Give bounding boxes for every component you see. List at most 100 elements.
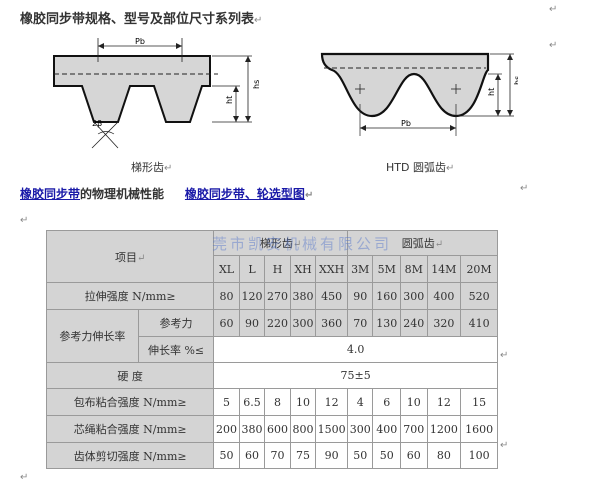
links-line: 橡胶同步带的物理机械性能 橡胶同步带、轮选型图↵ — [20, 187, 314, 201]
paragraph-mark: ↵ — [520, 183, 529, 194]
value-cell: 300 — [346, 415, 374, 443]
hs-label: hs — [513, 76, 518, 85]
value-hardness: 75±5 — [213, 362, 498, 389]
value-cell: 120 — [238, 282, 266, 310]
label-cord: 芯绳粘合强度 N/mm≥ — [45, 415, 215, 443]
link-belt-selection[interactable]: 橡胶同步带、轮选型图 — [184, 187, 305, 201]
value-elongation: 4.0 — [213, 336, 498, 363]
label-hardness: 硬 度 — [45, 362, 215, 389]
value-cell: 10 — [399, 388, 428, 416]
trapezoid-belt-shape — [53, 55, 211, 123]
value-cell: 80 — [426, 442, 462, 469]
value-cell: 300 — [399, 282, 428, 310]
htd-caption: HTD 圆弧齿↵ — [386, 161, 455, 174]
value-cell: 12 — [315, 388, 348, 416]
value-cell: 600 — [264, 415, 291, 443]
label-elongation: 伸长率 %≤ — [137, 336, 215, 363]
value-cell: 50 — [346, 442, 374, 469]
type-xh: XH — [289, 255, 317, 283]
paragraph-mark: ↵ — [500, 440, 509, 451]
value-cell: 6.5 — [238, 388, 266, 416]
angle-label: 2β — [92, 119, 102, 128]
header-arc: 圆弧齿↵ — [346, 230, 499, 256]
value-cell: 240 — [399, 309, 428, 337]
header-item: 项目↵ — [45, 230, 215, 283]
value-cell: 90 — [315, 442, 348, 469]
page-title: 橡胶同步带规格、型号及部位尺寸系列表↵ — [20, 12, 263, 27]
table-row: 拉伸强度 N/mm≥ 80 120 270 380 450 90 160 300… — [45, 282, 498, 310]
type-h: H — [264, 255, 291, 283]
value-cell: 1600 — [460, 415, 498, 443]
table-row: XL L H XH XXH 3M 5M 8M 14M 20M — [47, 255, 498, 283]
value-cell: 220 — [264, 309, 291, 337]
value-cell: 8 — [264, 388, 291, 416]
value-cell: 70 — [264, 442, 291, 469]
value-cell: 60 — [238, 442, 266, 469]
value-cell: 50 — [213, 442, 240, 469]
htd-tooth-diagram: Pb ht hs — [320, 52, 518, 136]
value-cell: 410 — [460, 309, 498, 337]
link-belt-properties[interactable]: 橡胶同步带 — [20, 187, 81, 201]
value-cell: 15 — [460, 388, 498, 416]
value-cell: 160 — [372, 282, 401, 310]
type-5m: 5M — [372, 255, 401, 283]
value-cell: 1500 — [315, 415, 348, 443]
value-cell: 200 — [213, 415, 240, 443]
table-row: 包布粘合强度 N/mm≥ 5 6.5 8 10 12 4 6 10 12 15 — [45, 388, 498, 416]
paragraph-mark: ↵ — [500, 350, 509, 361]
value-cell: 4 — [346, 388, 374, 416]
value-cell: 90 — [346, 282, 374, 310]
paragraph-mark: ↵ — [20, 472, 29, 483]
type-8m: 8M — [399, 255, 428, 283]
type-l: L — [238, 255, 266, 283]
ht-label: ht — [225, 96, 234, 104]
type-xl: XL — [213, 255, 240, 283]
paragraph-mark: ↵ — [20, 215, 29, 226]
value-cell: 12 — [426, 388, 462, 416]
value-cell: 320 — [426, 309, 462, 337]
value-cell: 75 — [289, 442, 317, 469]
trapezoid-caption: 梯形齿↵ — [131, 161, 173, 174]
spec-table: 项目↵ 梯形齿↵ 圆弧齿↵ XL L H XH XXH 3M 5M 8M 14M… — [45, 230, 499, 469]
value-cell: 450 — [315, 282, 348, 310]
label-cloth: 包布粘合强度 N/mm≥ — [45, 388, 215, 416]
value-cell: 400 — [372, 415, 401, 443]
type-xxh: XXH — [315, 255, 348, 283]
value-cell: 100 — [460, 442, 498, 469]
label-tensile: 拉伸强度 N/mm≥ — [45, 282, 215, 310]
value-cell: 700 — [399, 415, 428, 443]
value-cell: 1200 — [426, 415, 462, 443]
value-cell: 800 — [289, 415, 317, 443]
type-20m: 20M — [460, 255, 498, 283]
value-cell: 60 — [213, 309, 240, 337]
label-ref-group: 参考力伸长率 — [46, 309, 139, 363]
value-cell: 80 — [213, 282, 240, 310]
value-cell: 380 — [289, 282, 317, 310]
paragraph-mark: ↵ — [549, 4, 558, 15]
type-14m: 14M — [426, 255, 462, 283]
table-row: 齿体剪切强度 N/mm≥ 50 60 70 75 90 50 50 60 80 … — [45, 442, 498, 469]
value-cell: 90 — [238, 309, 266, 337]
value-cell: 60 — [399, 442, 428, 469]
value-cell: 50 — [372, 442, 401, 469]
value-cell: 360 — [315, 309, 348, 337]
pb-label: Pb — [401, 119, 411, 128]
value-cell: 70 — [346, 309, 374, 337]
trapezoid-tooth-diagram: Pb ht hs 2β — [53, 37, 260, 149]
table-row: 伸长率 %≤ 4.0 — [47, 336, 498, 363]
header-trapezoid: 梯形齿↵ — [213, 230, 348, 256]
value-cell: 130 — [372, 309, 401, 337]
value-cell: 270 — [264, 282, 291, 310]
value-cell: 300 — [289, 309, 317, 337]
type-3m: 3M — [346, 255, 374, 283]
value-cell: 10 — [289, 388, 317, 416]
table-row: 硬 度 75±5 — [45, 362, 498, 389]
links-text: 的物理机械性能 — [80, 187, 165, 201]
label-ref-force: 参考力 — [137, 309, 215, 337]
value-cell: 400 — [426, 282, 462, 310]
label-shear: 齿体剪切强度 N/mm≥ — [45, 442, 215, 469]
htd-belt-shape — [320, 52, 490, 118]
table-row: 芯绳粘合强度 N/mm≥ 200 380 600 800 1500 300 40… — [45, 415, 498, 443]
paragraph-mark: ↵ — [549, 40, 558, 51]
value-cell: 5 — [213, 388, 240, 416]
